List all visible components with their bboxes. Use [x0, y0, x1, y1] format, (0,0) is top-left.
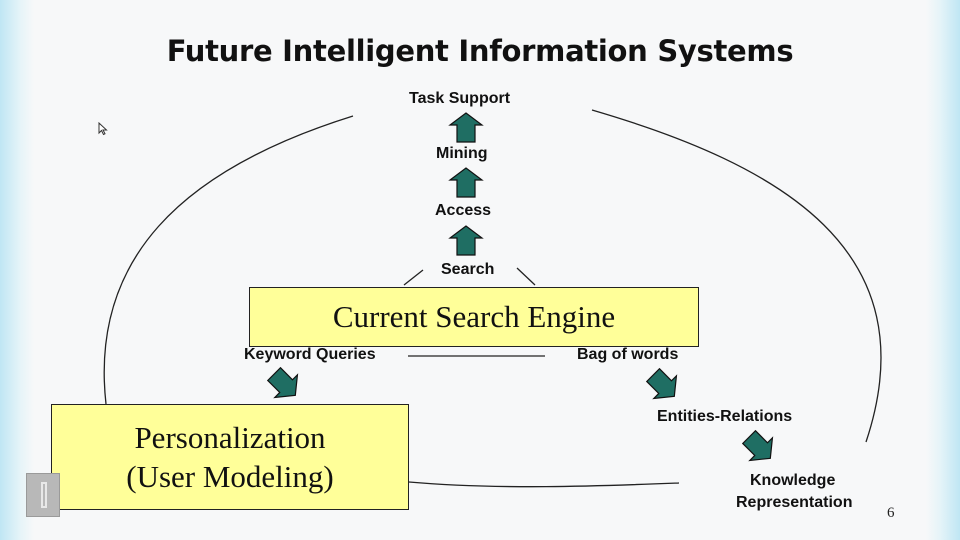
label-task-support: Task Support: [409, 90, 511, 107]
right-edge-decoration: [926, 0, 960, 540]
slide-title: Future Intelligent Information Systems: [166, 34, 794, 68]
label-mining: Mining: [436, 145, 488, 162]
user-modeling-line: (User Modeling): [126, 459, 334, 494]
label-search: Search: [441, 261, 495, 278]
label-keyword-queries: Keyword Queries: [244, 346, 376, 363]
up-arrow-search-to-access: [448, 225, 484, 256]
logo-icon: [26, 473, 60, 517]
label-knowledge: Knowledge: [750, 472, 836, 489]
up-arrow-access-to-mining: [448, 167, 484, 198]
personalization-line: Personalization: [134, 420, 326, 455]
left-edge-decoration: [0, 0, 34, 540]
mouse-cursor-icon: [98, 122, 108, 136]
label-representation: Representation: [736, 494, 853, 511]
personalization-box: Personalization (User Modeling): [51, 404, 409, 510]
label-access: Access: [435, 202, 492, 219]
up-arrow-mining-to-task: [448, 112, 484, 143]
loop-left-curve: [103, 115, 354, 405]
loop-bottom-curve: [408, 481, 680, 488]
label-entities-relations: Entities-Relations: [657, 408, 793, 425]
down-arrow-to-entities: [645, 367, 678, 400]
current-search-engine-box: Current Search Engine: [249, 287, 699, 347]
down-arrow-to-knowledge: [741, 429, 774, 462]
search-right-line: [516, 267, 536, 286]
down-arrow-to-personalization: [266, 366, 299, 399]
label-bag-of-words: Bag of words: [577, 346, 679, 363]
search-left-line: [403, 269, 424, 286]
loop-right-curve: [591, 109, 882, 443]
page-number: 6: [887, 505, 895, 521]
